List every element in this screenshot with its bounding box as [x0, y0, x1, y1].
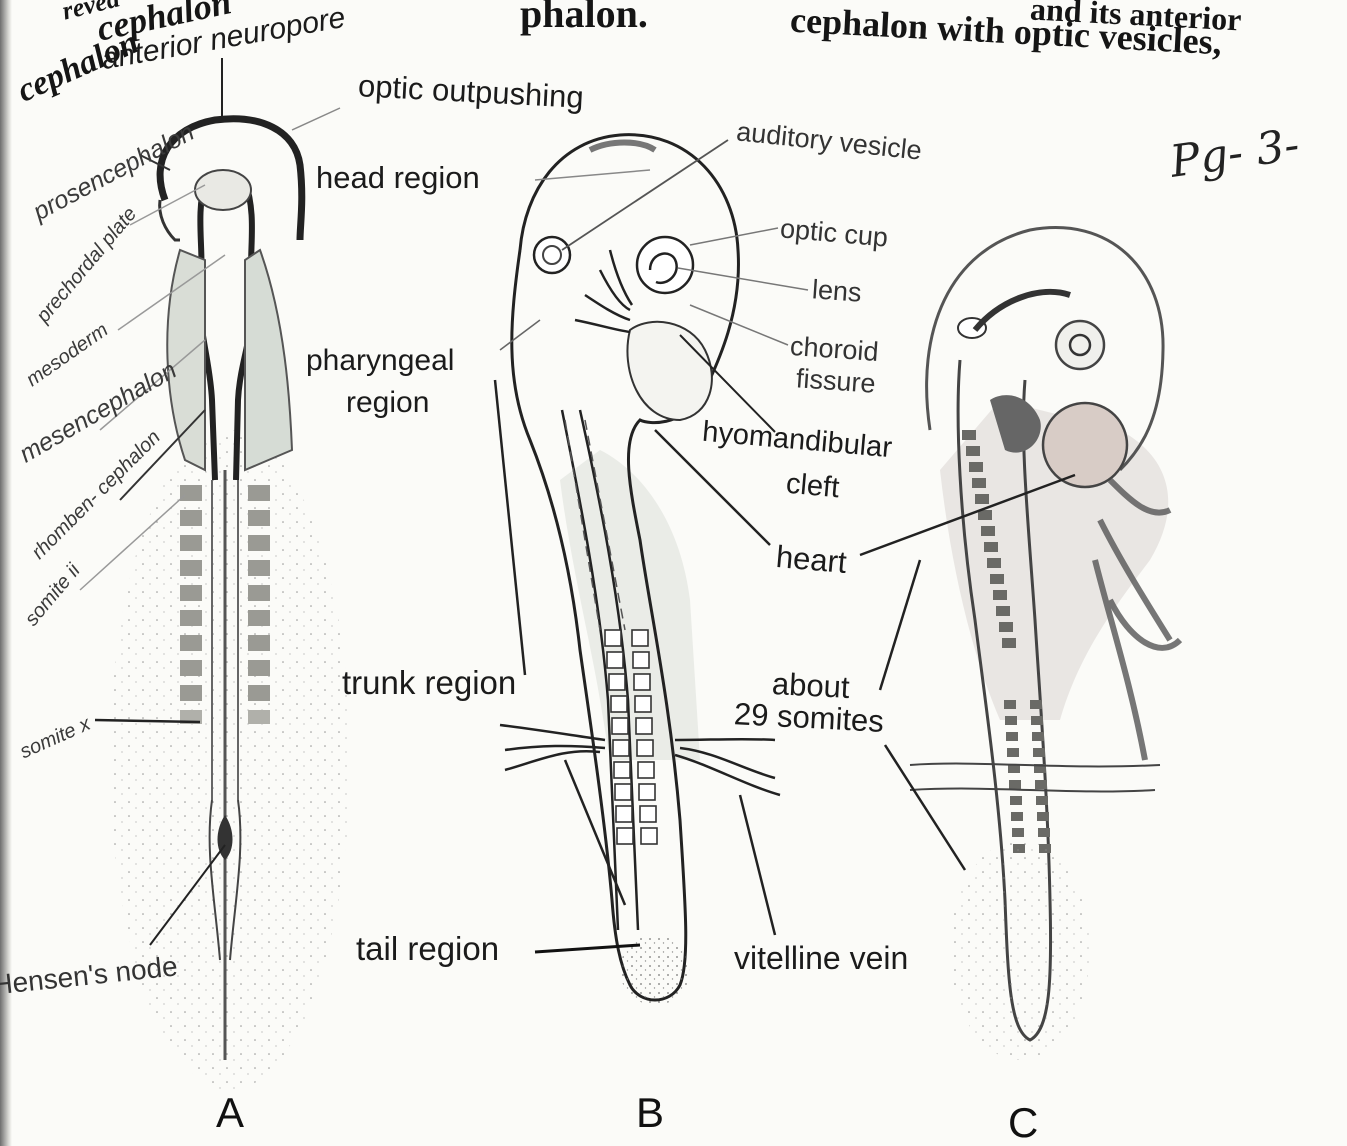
label-choroid-fissure-2: fissure: [795, 365, 876, 397]
eye-c: [1056, 321, 1104, 369]
leader-prechordal-plate: [130, 185, 205, 225]
leader-trunk-region-upper: [495, 380, 525, 675]
prosencephalon-shape: [195, 170, 251, 210]
auditory-vesicle-shape: [534, 237, 570, 273]
embryo-b-cap-shading: [590, 143, 655, 151]
panel-label-b: B: [636, 1092, 664, 1134]
leader-vitelline-vein: [740, 795, 775, 935]
leader-pharyngeal-region: [500, 320, 540, 350]
embryo-b: [292, 108, 808, 1005]
embryo-b-shading: [560, 450, 700, 760]
vitelline-vein-left: [500, 725, 605, 770]
leader-choroid-fissure: [690, 305, 788, 345]
leader-optic-cup: [690, 228, 778, 245]
heart-bulge-b: [627, 322, 711, 420]
leader-auditory-vesicle: [562, 140, 728, 250]
label-head-region: head region: [316, 162, 480, 193]
label-pharyngeal-region-1: pharyngeal: [306, 346, 454, 376]
brain-c: [975, 292, 1070, 330]
leader-trunk-region-lower: [565, 760, 625, 905]
panel-label-a: A: [216, 1092, 244, 1134]
label-trunk-region: trunk region: [342, 666, 516, 699]
area-pellucida-stipple: [110, 430, 350, 1090]
panel-label-c: C: [1008, 1102, 1038, 1144]
leader-head-region: [535, 170, 650, 180]
label-choroid-fissure-1: choroid: [789, 333, 879, 366]
pharyngeal-arches: [575, 250, 632, 332]
tail-stipple-c: [950, 840, 1090, 1060]
label-29-somites: 29 somites: [733, 698, 884, 737]
head-fold-inner: [160, 200, 180, 240]
embryo-c: [860, 228, 1180, 1060]
mesoderm-right: [245, 250, 292, 470]
label-pharyngeal-region-2: region: [346, 388, 429, 418]
leader-lens: [678, 268, 808, 290]
label-tail-region: tail region: [356, 932, 499, 965]
leader-optic-outpushing: [292, 108, 340, 130]
heart-shape-c: [1043, 403, 1127, 487]
leader-tail-region: [535, 945, 640, 952]
label-lens: lens: [811, 276, 862, 306]
label-hyomandibular-cleft-2: cleft: [785, 470, 841, 504]
label-vitelline-vein: vitelline vein: [734, 942, 908, 974]
leader-somites-upper: [880, 560, 920, 690]
label-heart: heart: [775, 541, 848, 578]
optic-cup-shape: [637, 237, 693, 293]
